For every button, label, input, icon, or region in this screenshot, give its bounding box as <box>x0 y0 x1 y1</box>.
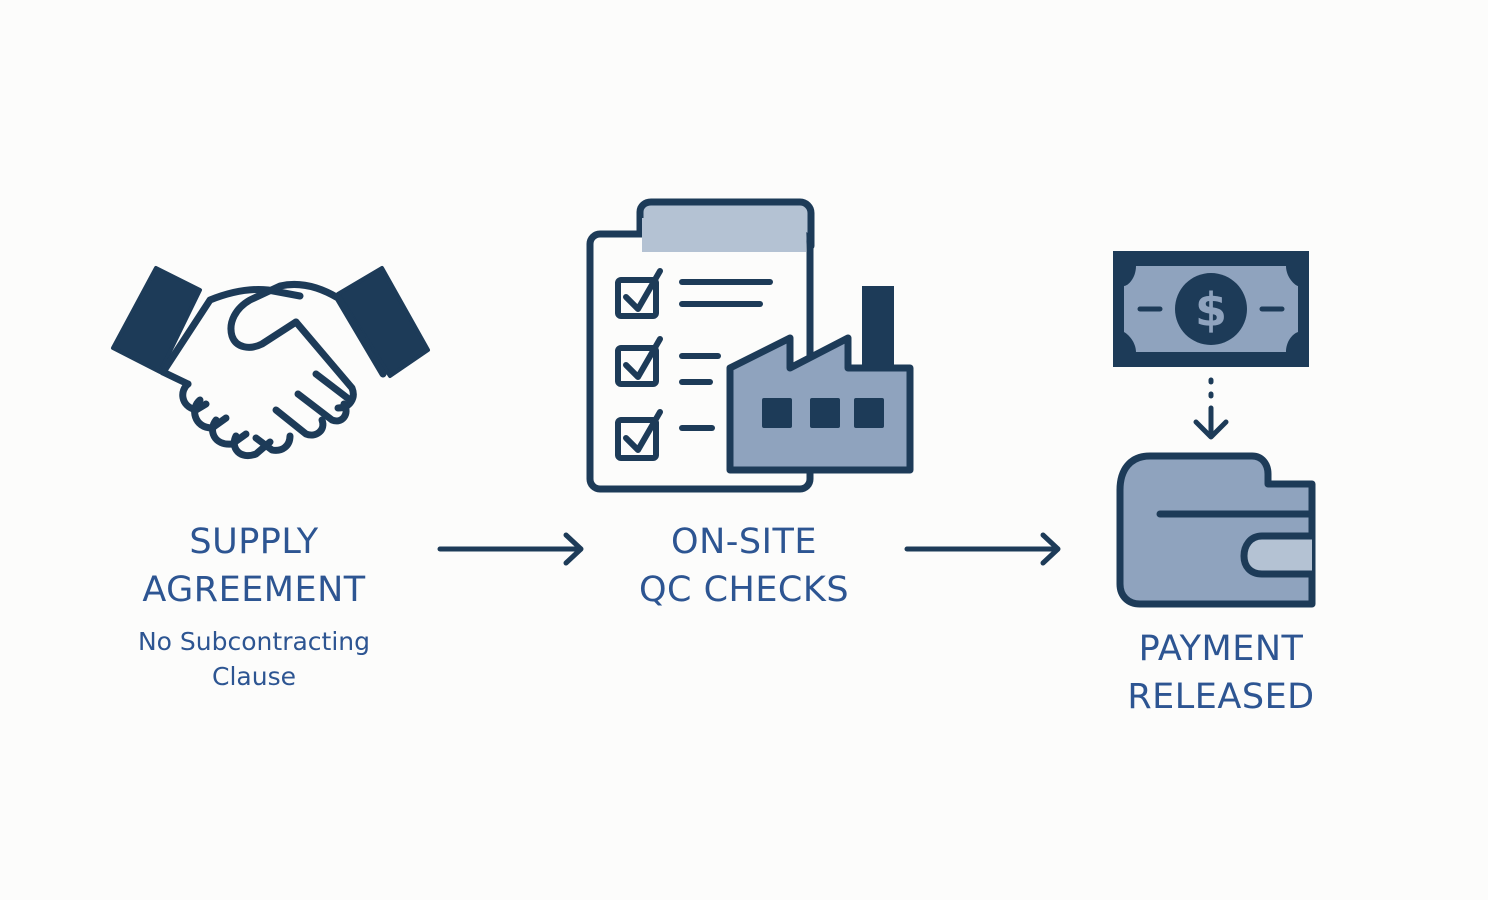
step-title-on-site-qc-checks: ON-SITE QC CHECKS <box>594 518 894 614</box>
step-title-line: SUPPLY <box>189 522 319 562</box>
money-wallet-icon: $ <box>1113 251 1316 608</box>
checklist-factory-icon <box>586 198 914 493</box>
dollar-sign-icon: $ <box>1195 283 1227 337</box>
handshake-icon <box>111 266 430 459</box>
step-title-line: RELEASED <box>1127 677 1315 717</box>
arrow-right-icon <box>437 532 584 566</box>
step-title-supply-agreement: SUPPLY AGREEMENT <box>104 518 404 614</box>
step-subtitle-line: Clause <box>212 662 296 691</box>
step-title-line: PAYMENT <box>1138 629 1304 669</box>
step-title-line: ON-SITE <box>671 522 817 562</box>
step-title-line: QC CHECKS <box>638 570 850 610</box>
step-subtitle-supply-agreement: No Subcontracting Clause <box>104 624 404 694</box>
step-title-line: AGREEMENT <box>142 570 366 610</box>
arrow-right-icon <box>904 532 1061 566</box>
step-title-payment-released: PAYMENT RELEASED <box>1071 625 1371 721</box>
step-subtitle-line: No Subcontracting <box>137 627 371 656</box>
